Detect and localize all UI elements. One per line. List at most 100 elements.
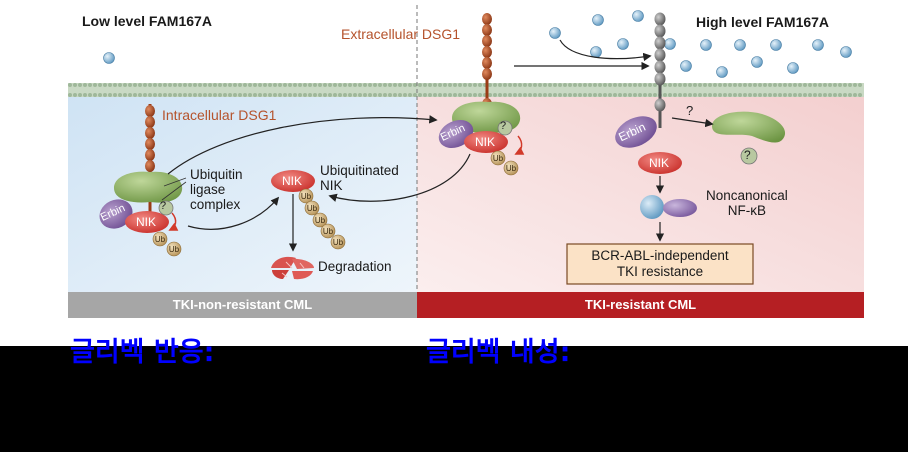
- svg-text:Ub: Ub: [506, 164, 517, 173]
- ligase-pointer: [163, 177, 187, 187]
- nik-mid-label: NIK: [282, 174, 303, 188]
- nik-left: [125, 211, 169, 233]
- dsg1-domain-icon: [145, 160, 155, 172]
- intracellular-dsg1-label: Intracellular DSG1: [162, 107, 277, 123]
- resistance-box-text: BCR-ABL-independent TKI resistance: [591, 248, 729, 279]
- arrow-ligand-binding: [559, 39, 652, 62]
- nik-mid: [464, 131, 508, 153]
- ubiquitin-icon: [490, 150, 506, 166]
- ligand-icon: [751, 56, 763, 68]
- dsg1-domain-icon: [482, 24, 492, 36]
- dsg1-domain-icon: [482, 68, 492, 80]
- fam167a-ligands: [103, 10, 852, 78]
- unknown-protein-mid: [497, 120, 513, 136]
- ligand-icon: [716, 66, 728, 78]
- ligand-icon: [787, 62, 799, 74]
- low-level-title: Low level FAM167A: [82, 13, 212, 29]
- nik-left-label: NIK: [136, 215, 157, 229]
- dsg1-domain-icon: [482, 57, 492, 69]
- ligand-icon: [700, 39, 712, 51]
- gleevec-resistance-label: 글리벡 내성:: [426, 337, 571, 368]
- arrow-to-ubiquitinated-nik: [187, 196, 280, 230]
- svg-text:Ub: Ub: [315, 216, 326, 225]
- ubiquitin-icon: [166, 241, 182, 257]
- degradation-label: Degradation: [318, 259, 392, 274]
- resistance-box: [566, 243, 754, 285]
- tki-resistant-bar: TKI-resistant CML: [584, 297, 697, 312]
- ligand-icon: [549, 27, 561, 39]
- ubiquitin-icon: [330, 234, 346, 250]
- dsg1-domain-icon: [145, 116, 155, 128]
- svg-text:Ub: Ub: [169, 245, 180, 254]
- dsg1-domain-icon: [654, 98, 666, 112]
- ubiquitin-icon: [304, 200, 320, 216]
- question-mid: ?: [500, 120, 507, 132]
- intracellular-dsg1: [145, 104, 155, 220]
- ubiquitinated-nik-label: Ubiquitinated NIK: [320, 163, 399, 193]
- ubiquitination-arrow-mid: [514, 135, 525, 155]
- gleevec-response-label: 글리벡 반응:: [70, 337, 215, 368]
- dsg1-domain-icon: [145, 127, 155, 139]
- ligand-icon: [617, 38, 629, 50]
- ubiquitin-icon: [503, 160, 519, 176]
- dsg1-domain-icon: [654, 48, 666, 62]
- ligase-pointer-2: [161, 181, 187, 201]
- erbin-left: [99, 199, 133, 229]
- dsg1-domain-icon: [654, 36, 666, 50]
- unknown-protein-right: [740, 147, 758, 165]
- erbin-right: [615, 116, 657, 148]
- degraded-nik: [271, 256, 314, 280]
- question-release: ?: [686, 103, 694, 118]
- right-bar-bg: [417, 292, 864, 318]
- svg-text:Ub: Ub: [323, 227, 334, 236]
- extracellular-dsg1-label: Extracellular DSG1: [341, 26, 461, 42]
- svg-text:Ub: Ub: [301, 192, 312, 201]
- dsg1-domain-icon: [145, 138, 155, 150]
- nik-complex-label: NIK: [475, 135, 496, 149]
- ligand-icon: [770, 39, 782, 51]
- svg-text:Ub: Ub: [493, 154, 504, 163]
- ligand-icon: [664, 38, 676, 50]
- dsg1-domain-icon: [482, 35, 492, 47]
- ligand-icon: [590, 46, 602, 58]
- dsg1-domain-icon: [654, 60, 666, 74]
- ubiquitin-icon: [312, 212, 328, 228]
- arrow-dsg1-to-extracellular-complex: [167, 115, 438, 175]
- left-bar-bg: [68, 292, 417, 318]
- svg-text:Ub: Ub: [155, 235, 166, 244]
- dsg1-bound-fam167a: [654, 12, 666, 128]
- nik-right: [638, 152, 682, 174]
- noncanonical-nfkb-label: Noncanonical NF-κB: [706, 188, 788, 218]
- ligand-icon: [734, 39, 746, 51]
- ligase-complex-released: [712, 111, 786, 143]
- svg-text:Ub: Ub: [307, 204, 318, 213]
- ligand-icon: [680, 60, 692, 72]
- dsg1-domain-icon: [482, 46, 492, 58]
- question-right: ?: [744, 148, 751, 162]
- arrow-ligase-release: [671, 117, 714, 128]
- dsg1-domain-icon: [145, 149, 155, 161]
- ubiquitin-icon: [152, 231, 168, 247]
- ubiquitin-icon: [320, 223, 336, 239]
- tki-non-resistant-bar: TKI-non-resistant CML: [172, 297, 313, 312]
- ubiquitin-icon: [298, 188, 314, 204]
- ubiquitination-arrow-left: [168, 212, 179, 231]
- dsg1-domain-icon: [145, 105, 155, 117]
- black-lower-region: [0, 346, 908, 452]
- ubiquitinated-nik: [271, 170, 315, 192]
- dsg1-domain-icon: [654, 24, 666, 38]
- cell-membrane: [68, 83, 864, 97]
- svg-text:Ub: Ub: [333, 238, 344, 247]
- dsg1-domain-icon: [654, 12, 666, 26]
- ligand-icon: [592, 14, 604, 26]
- ubiquitin-ligase-complex: [114, 171, 183, 203]
- dsg1-domain-icon: [654, 72, 666, 86]
- ligand-icon: [840, 46, 852, 58]
- ligand-icon: [812, 39, 824, 51]
- nfkb-subunit-2: [663, 199, 697, 217]
- arrow-release-nik: [328, 153, 471, 202]
- ligand-icon: [103, 52, 115, 64]
- high-level-title: High level FAM167A: [696, 14, 830, 30]
- question-left: ?: [160, 200, 167, 212]
